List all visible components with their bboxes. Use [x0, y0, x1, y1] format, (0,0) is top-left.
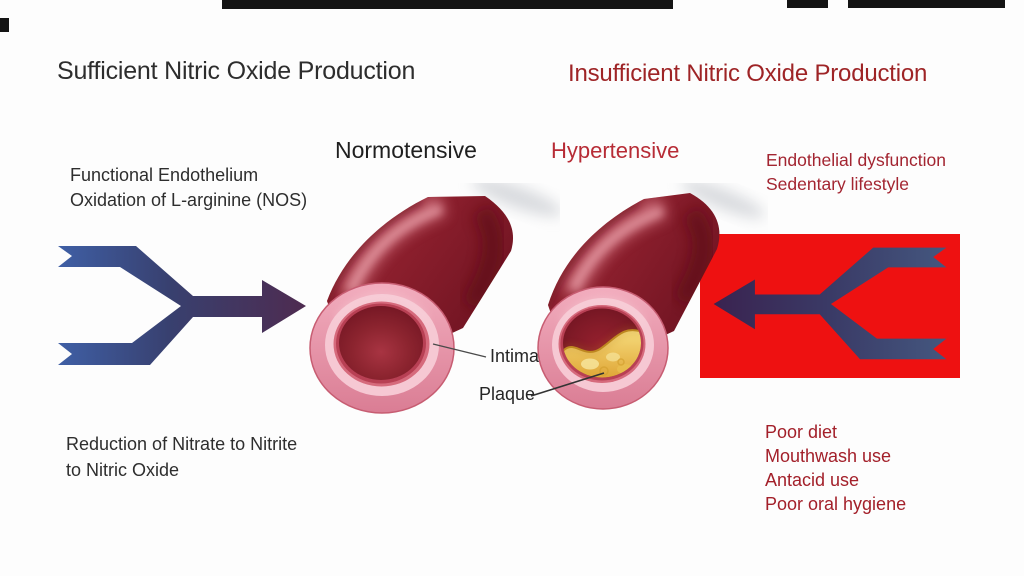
right-causes-top-text: Endothelial dysfunction Sedentary lifest…: [766, 148, 946, 196]
plaque-annotation-label: Plaque: [479, 384, 536, 404]
text-line: Antacid use: [765, 470, 860, 490]
rim-highlight: [560, 297, 646, 325]
normotensive-label: Normotensive: [335, 137, 477, 163]
vessel-shadow: [471, 183, 560, 217]
rim-highlight: [335, 293, 429, 322]
text-line: Endothelial dysfunction: [766, 150, 946, 170]
edge-artifact: [0, 18, 9, 32]
vessel-tube-shading: [548, 196, 713, 313]
vessel-lumen: [339, 306, 423, 380]
text-line: Mouthwash use: [765, 446, 892, 466]
merge-arrow-left-icon: [713, 247, 947, 360]
top-bar-fragment: [787, 0, 828, 8]
merge-arrow-right-icon: [58, 246, 306, 365]
merge-arrow-shape: [713, 247, 947, 360]
text-line: Reduction of Nitrate to Nitrite: [66, 434, 298, 454]
merge-arrow-shape: [58, 246, 306, 365]
plaque-deposit: [563, 328, 641, 378]
hypertensive-label: Hypertensive: [551, 138, 680, 163]
text-line: Sedentary lifestyle: [766, 174, 909, 194]
text-line: Poor oral hygiene: [765, 494, 907, 514]
intima-annotation-label: Intima: [490, 346, 540, 366]
right-title: Insufficient Nitric Oxide Production: [568, 60, 928, 87]
hypertensive-vessel-illustration: [537, 183, 765, 410]
vessel-tube-shading: [327, 196, 503, 311]
right-causes-bottom-text: Poor diet Mouthwash use Antacid use Poor…: [765, 420, 906, 516]
left-title: Sufficient Nitric Oxide Production: [57, 57, 416, 85]
normotensive-vessel-illustration: [309, 183, 560, 414]
text-line: Poor diet: [765, 422, 838, 442]
text-line: Oxidation of L-arginine (NOS): [70, 190, 308, 210]
left-process-bottom-text: Reduction of Nitrate to Nitrite to Nitri…: [66, 431, 297, 483]
top-bar-fragment: [222, 0, 673, 9]
text-line: Functional Endothelium: [70, 165, 259, 185]
top-bar-fragment: [848, 0, 1005, 8]
vessel-shadow: [681, 183, 765, 219]
left-process-top-text: Functional Endothelium Oxidation of L-ar…: [70, 163, 307, 213]
text-line: to Nitric Oxide: [66, 460, 180, 480]
insufficiency-alert-box: [700, 234, 960, 378]
